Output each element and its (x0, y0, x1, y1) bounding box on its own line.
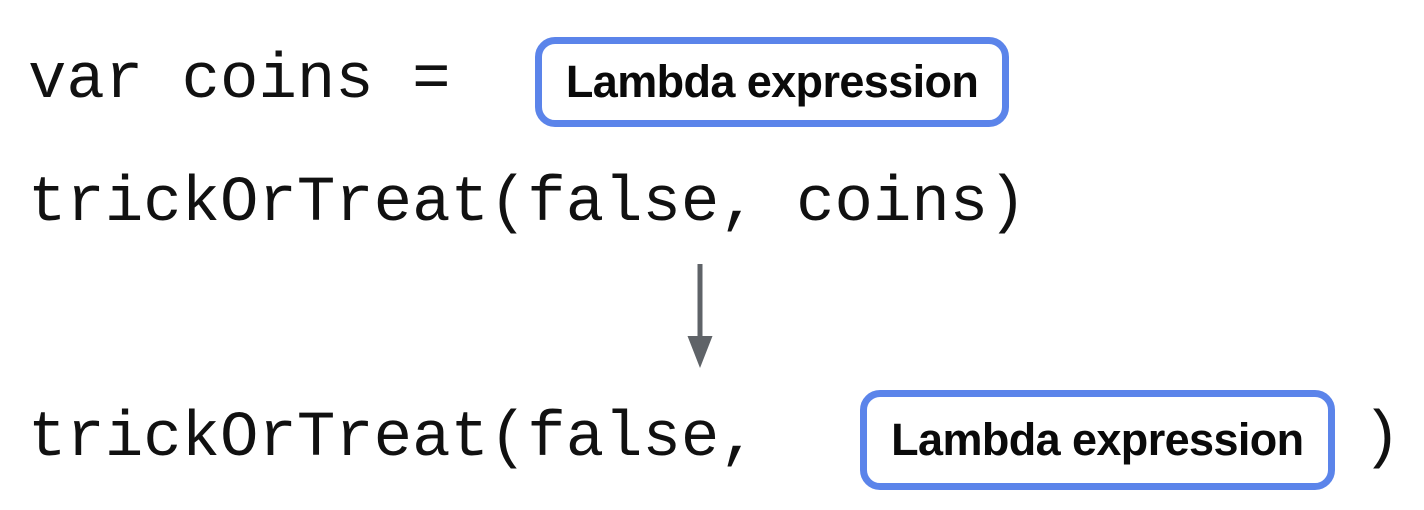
code-line-substituted-call: trickOrTreat(false, Lambda expression ) (28, 390, 1401, 490)
lambda-expression-label-1: Lambda expression (565, 56, 979, 107)
code-line-var-declaration: var coins = Lambda expression (28, 37, 1010, 127)
lambda-expression-label-2: Lambda expression (891, 414, 1304, 465)
code-text-trickortreat-coins: trickOrTreat(false, coins) (28, 168, 1027, 241)
lambda-expression-box-2: Lambda expression (860, 390, 1335, 490)
down-arrow-icon (687, 264, 713, 368)
code-line-function-call: trickOrTreat(false, coins) (28, 168, 1027, 242)
code-text-var-coins: var coins = (28, 45, 489, 118)
code-text-trickortreat-before: trickOrTreat(false, (28, 403, 797, 476)
lambda-expression-box-1: Lambda expression (534, 37, 1010, 127)
code-text-closing-paren: ) (1362, 403, 1401, 476)
